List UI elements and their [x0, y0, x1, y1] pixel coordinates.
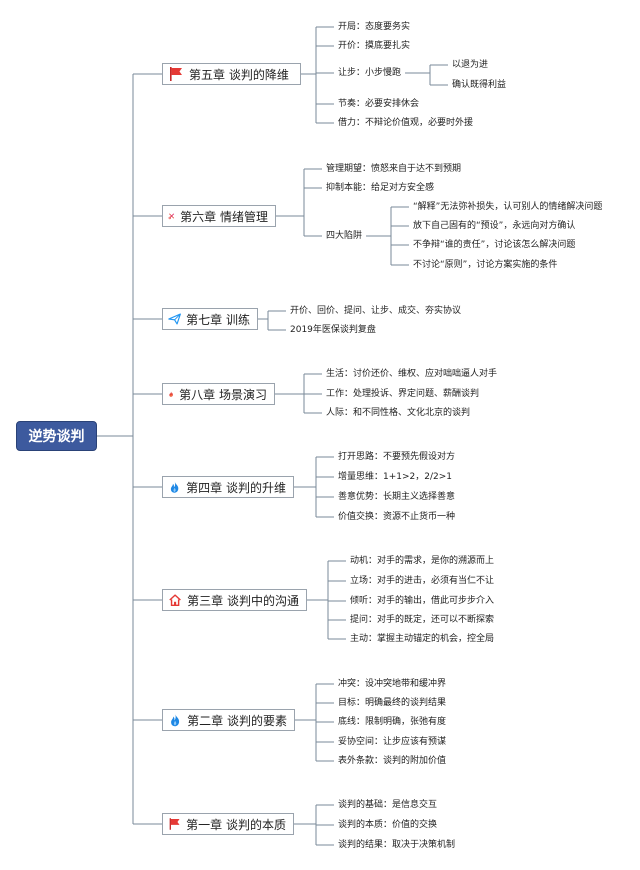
- red-flag-icon: [169, 818, 180, 830]
- sub-topic-item[interactable]: 放下自己固有的“预设”，永远向对方确认: [413, 221, 576, 231]
- sub-topic-item[interactable]: 不讨论“原则”，讨论方案实施的条件: [413, 260, 558, 270]
- topic-item[interactable]: 谈判的基础：是信息交互: [338, 800, 438, 810]
- chapter-label: 第五章 谈判的降维: [189, 67, 289, 82]
- topic-item[interactable]: 管理期望：愤怒来自于达不到预期: [326, 164, 462, 174]
- paper-plane-icon: [168, 313, 181, 325]
- topic-item[interactable]: 妥协空间：让步应该有预谋: [338, 737, 447, 747]
- topic-item[interactable]: 2019年医保谈判复盘: [290, 325, 376, 335]
- topic-item[interactable]: 节奏：必要安排休会: [338, 99, 420, 109]
- topic-item[interactable]: 开价：摸底要扎实: [338, 41, 411, 51]
- sub-topic-item[interactable]: 不争辩“谁的责任”，讨论该怎么解决问题: [413, 240, 576, 250]
- topic-item[interactable]: 动机：对手的需求，是你的溯源而上: [350, 556, 495, 566]
- root-title: 逆势谈判: [28, 429, 85, 445]
- scissors-icon: [168, 213, 175, 220]
- chapter-node[interactable]: 第五章 谈判的降维: [162, 63, 301, 85]
- topic-item[interactable]: 善意优势：长期主义选择善意: [338, 492, 456, 502]
- topic-item[interactable]: 底线：限制明确，张弛有度: [338, 717, 447, 727]
- topic-item[interactable]: 生活：讨价还价、维权、应对咄咄逼人对手: [326, 369, 498, 379]
- chapter-label: 第八章 场景演习: [179, 387, 267, 402]
- topic-item[interactable]: 谈判的本质：价值的交换: [338, 820, 438, 830]
- chapter-label: 第六章 情绪管理: [180, 209, 268, 224]
- chapter-node[interactable]: 第八章 场景演习: [162, 383, 275, 405]
- chapter-node[interactable]: 第四章 谈判的升维: [162, 476, 294, 498]
- topic-item[interactable]: 冲突：设冲突地带和缓冲界: [338, 679, 447, 689]
- house-icon: [169, 594, 181, 607]
- topic-item[interactable]: 人际：和不同性格、文化北京的谈判: [326, 408, 471, 418]
- topic-item[interactable]: 立场：对手的进击，必须有当仁不让: [350, 576, 495, 586]
- chapter-node[interactable]: 第二章 谈判的要素: [162, 709, 295, 731]
- topic-item[interactable]: 借力：不辩论价值观，必要时外援: [338, 118, 474, 128]
- topic-item[interactable]: 开局：态度要务实: [338, 22, 411, 32]
- sub-topic-item[interactable]: 以退为进: [452, 60, 489, 70]
- topic-item[interactable]: 开价、回价、提问、让步、成交、夯实协议: [290, 306, 462, 316]
- topic-item[interactable]: 增量思维：1+1>2，2/2>1: [338, 472, 453, 482]
- red-flag-icon: [170, 67, 182, 81]
- sub-topic-item[interactable]: “解释”无法弥补损失，认可别人的情绪解决问题: [413, 202, 603, 212]
- topic-item[interactable]: 表外条款：谈判的附加价值: [338, 756, 447, 766]
- topic-item[interactable]: 工作：处理投诉、界定问题、薪酬谈判: [326, 389, 480, 399]
- topic-item[interactable]: 让步：小步慢跑: [338, 68, 402, 78]
- topic-item[interactable]: 目标：明确最终的谈判结果: [338, 698, 447, 708]
- topic-item[interactable]: 提问：对手的既定，还可以不断探索: [350, 615, 495, 625]
- fire-red-icon: [169, 391, 173, 397]
- root-node[interactable]: 逆势谈判: [16, 421, 97, 451]
- chapter-label: 第四章 谈判的升维: [186, 480, 286, 495]
- topic-item[interactable]: 价值交换：资源不止货币一种: [338, 512, 456, 522]
- chapter-label: 第三章 谈判中的沟通: [187, 593, 299, 608]
- chapter-label: 第二章 谈判的要素: [187, 713, 287, 728]
- chapter-node[interactable]: 第六章 情绪管理: [162, 205, 276, 227]
- chapter-label: 第一章 谈判的本质: [186, 817, 286, 832]
- chapter-node[interactable]: 第七章 训练: [162, 308, 258, 330]
- topic-item[interactable]: 四大陷阱: [326, 231, 363, 241]
- chapter-node[interactable]: 第三章 谈判中的沟通: [162, 589, 307, 611]
- chapter-label: 第七章 训练: [186, 312, 250, 327]
- topic-item[interactable]: 倾听：对手的输出，借此可步步介入: [350, 596, 495, 606]
- fire-blue-icon: [171, 713, 180, 727]
- fire-blue-icon: [170, 481, 179, 493]
- topic-item[interactable]: 主动：掌握主动锚定的机会，控全局: [350, 634, 495, 644]
- sub-topic-item[interactable]: 确认既得利益: [452, 80, 507, 90]
- topic-item[interactable]: 谈判的结果：取决于决策机制: [338, 840, 456, 850]
- topic-item[interactable]: 打开思路：不要预先假设对方: [338, 452, 456, 462]
- topic-item[interactable]: 抑制本能：给足对方安全感: [326, 183, 435, 193]
- chapter-node[interactable]: 第一章 谈判的本质: [162, 813, 294, 835]
